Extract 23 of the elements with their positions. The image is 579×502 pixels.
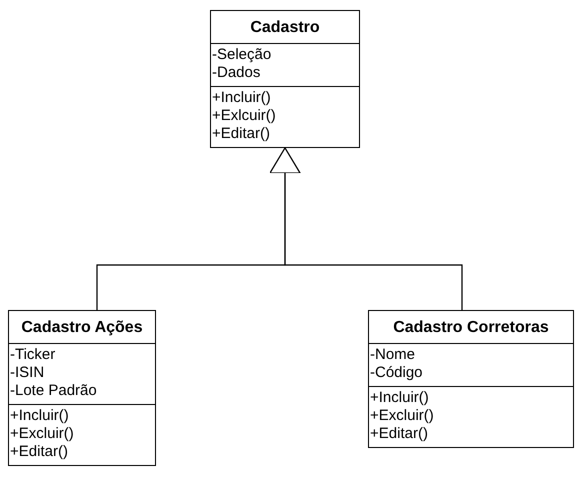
class-name: Cadastro Ações	[20, 318, 144, 338]
member-text: -Dados	[212, 64, 262, 82]
member-text: -Código	[370, 364, 424, 382]
member-text: +Incluir()	[370, 389, 430, 407]
member-text: +Excluir()	[370, 407, 435, 425]
member-text: +Incluir()	[10, 407, 70, 425]
member-text: -ISIN	[10, 364, 46, 382]
member-text: +Incluir()	[212, 89, 272, 107]
member-text: -Lote Padrão	[10, 382, 98, 400]
member-text: +Excluir()	[10, 425, 75, 443]
member-text: +Editar()	[10, 443, 69, 461]
class-box	[210, 10, 360, 148]
class-box	[368, 310, 574, 448]
member-text: -Nome	[370, 346, 416, 364]
class-name: Cadastro	[249, 18, 321, 38]
class-box	[8, 310, 156, 466]
member-text: +Exlcuir()	[212, 107, 277, 125]
member-text: +Editar()	[370, 425, 429, 443]
member-text: -Seleção	[212, 46, 272, 64]
member-text: -Ticker	[10, 346, 56, 364]
class-name: Cadastro Corretoras	[392, 318, 550, 338]
inheritance-arrow	[269, 147, 463, 310]
member-text: +Editar()	[212, 125, 271, 143]
